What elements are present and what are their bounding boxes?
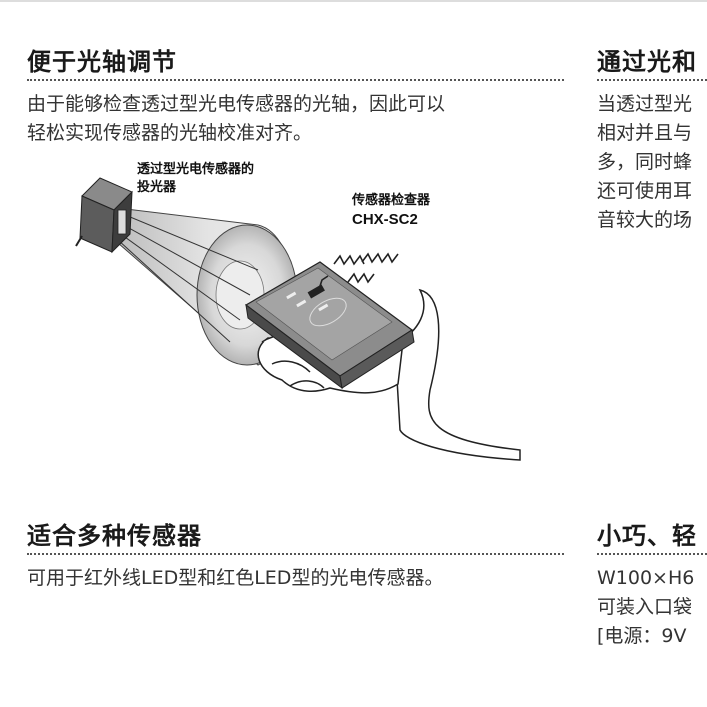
dotted-divider — [27, 553, 564, 555]
section-body-line-1: 当透过型光 — [597, 93, 693, 115]
section-body-line-1: 由于能够检查透过型光电传感器的光轴，因此可以 — [27, 93, 446, 115]
section-body-clipped: 当透过型光 相对并且与 多，同时蜂 还可使用耳 音较大的场 — [597, 90, 707, 240]
emitter-label-line-2: 投光器 — [137, 180, 177, 195]
section-body-clipped: W100×H6 可装入口袋 [电源：9V — [597, 564, 707, 654]
section-body-line-3: 多，同时蜂 — [597, 151, 693, 173]
emitter-label-line-1: 透过型光电传感器的 — [137, 162, 255, 177]
section-body-line-2: 轻松实现传感器的光轴校准对齐。 — [27, 122, 313, 144]
section-body-line-1: 可用于红外线LED型和红色LED型的光电传感器。 — [27, 567, 444, 589]
section-body-line-5: 音较大的场 — [597, 209, 693, 231]
beep-sound-waves — [317, 252, 399, 293]
section-body-line-2: 可装入口袋 — [597, 596, 693, 618]
section-title-light-sound: 通过光和 — [597, 48, 697, 76]
section-body-line-4: 还可使用耳 — [597, 180, 693, 202]
light-beam-cone — [117, 207, 298, 366]
dotted-divider — [597, 553, 707, 555]
section-body-line-2: 相对并且与 — [597, 122, 693, 144]
dotted-divider — [27, 79, 564, 81]
checker-model: CHX-SC2 — [352, 211, 418, 228]
checker-label: 传感器检查器 — [352, 193, 431, 208]
checker-device — [244, 261, 415, 390]
top-border — [0, 0, 707, 2]
section-body-line-3: [电源：9V — [597, 625, 687, 647]
emitter-sensor — [75, 177, 133, 254]
section-title-optical-axis: 便于光轴调节 — [27, 48, 177, 76]
section-title-multi-sensor: 适合多种传感器 — [27, 522, 202, 550]
dotted-divider — [597, 79, 707, 81]
section-body-line-1: W100×H6 — [597, 567, 695, 589]
section-title-compact: 小巧、轻 — [597, 522, 697, 550]
